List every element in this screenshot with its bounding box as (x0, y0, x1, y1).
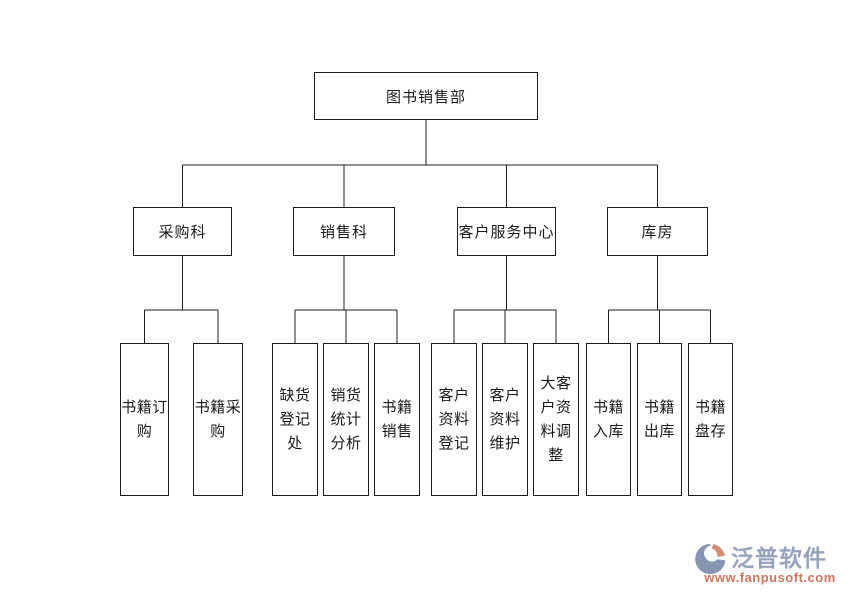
unit-box-2-0: 客户 资料 登记 (431, 343, 477, 496)
unit-box-1-0: 缺货 登记 处 (272, 343, 318, 496)
unit-box-1-2-label: 书籍 销售 (381, 399, 413, 440)
dept-box-2-label: 客户服务中心 (458, 225, 555, 241)
unit-box-3-2-label: 书籍 盘存 (694, 399, 726, 440)
unit-box-2-2: 大客 户资 料调 整 (533, 343, 579, 496)
unit-box-0-0-label: 书籍订 购 (121, 399, 168, 440)
unit-box-2-0-label: 客户 资料 登记 (438, 387, 470, 452)
brand-watermark: 泛普软件 www.fanpusoft.com (694, 541, 846, 585)
dept-box-3: 库房 (607, 207, 708, 256)
unit-box-3-1: 书籍 出库 (637, 343, 682, 496)
unit-box-1-0-label: 缺货 登记 处 (279, 387, 311, 452)
dept-box-3-label: 库房 (641, 225, 674, 241)
dept-box-1-label: 销售科 (319, 225, 368, 241)
dept-box-2: 客户服务中心 (457, 207, 556, 256)
brand-url: www.fanpusoft.com (704, 570, 836, 585)
unit-box-1-1-label: 销货 统计 分析 (330, 387, 362, 452)
unit-box-0-1-label: 书籍采 购 (194, 399, 242, 440)
unit-box-0-1: 书籍采 购 (193, 343, 243, 496)
unit-box-0-0: 书籍订 购 (120, 343, 169, 496)
unit-box-3-0-label: 书籍 入库 (592, 399, 624, 440)
unit-box-2-2-label: 大客 户资 料调 整 (540, 375, 572, 464)
dept-box-1: 销售科 (293, 207, 395, 256)
unit-box-1-1: 销货 统计 分析 (323, 343, 369, 496)
dept-box-0: 采购科 (133, 207, 232, 256)
unit-box-1-2: 书籍 销售 (374, 343, 420, 496)
unit-box-3-2: 书籍 盘存 (688, 343, 733, 496)
brand-name: 泛普软件 (731, 545, 827, 571)
root-box-label: 图书销售部 (385, 89, 466, 106)
fanpu-logo-icon (695, 543, 726, 575)
unit-box-3-1-label: 书籍 出库 (643, 399, 675, 440)
unit-box-3-0: 书籍 入库 (586, 343, 631, 496)
unit-box-2-1-label: 客户 资料 维护 (489, 387, 521, 452)
unit-box-2-1: 客户 资料 维护 (482, 343, 528, 496)
root-box: 图书销售部 (314, 72, 538, 120)
dept-box-0-label: 采购科 (158, 225, 207, 241)
